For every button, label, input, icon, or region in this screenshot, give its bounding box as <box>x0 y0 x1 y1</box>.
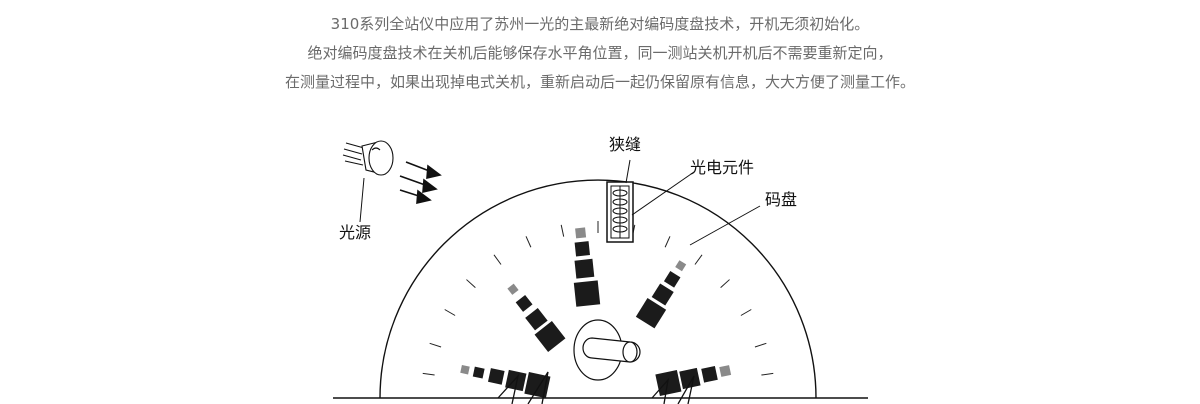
code-block <box>701 365 718 383</box>
code-block <box>534 321 566 352</box>
break-marks <box>497 371 695 404</box>
tick-marks <box>422 221 774 376</box>
code-block <box>505 369 527 392</box>
tick-mark <box>664 236 671 248</box>
code-block <box>635 298 667 329</box>
tick-mark <box>444 309 456 316</box>
disk-hub <box>573 319 641 381</box>
code-block <box>651 283 674 306</box>
tick-mark <box>720 279 730 288</box>
code-block <box>460 364 470 375</box>
light-rays-icon <box>399 161 442 205</box>
code-block <box>655 369 682 397</box>
tick-mark <box>466 279 476 288</box>
intro-line-2: 绝对编码度盘技术在关机后能够保存水平角位置，同一测站关机开机后不需要重新定向， <box>307 44 893 62</box>
code-block <box>719 365 732 377</box>
tick-mark <box>422 372 435 376</box>
code-block <box>525 307 548 331</box>
tick-mark <box>761 372 774 376</box>
code-block <box>515 294 533 312</box>
photo-element-label: 光电元件 <box>690 158 754 177</box>
code-block <box>574 258 595 279</box>
code-disk-label: 码盘 <box>765 190 797 209</box>
code-block <box>472 366 485 379</box>
slit-label: 狭缝 <box>609 135 641 154</box>
code-disk-arc <box>379 179 817 399</box>
intro-line-3: 在测量过程中，如果出现掉电式关机，重新启动后一起仍保留原有信息，大大方便了测量工… <box>284 73 915 91</box>
light-source-icon <box>342 140 394 176</box>
tick-mark <box>429 342 442 348</box>
code-block <box>575 227 587 239</box>
tick-mark <box>525 236 532 248</box>
code-block <box>487 368 505 385</box>
tick-mark <box>493 254 502 265</box>
light-source-label: 光源 <box>339 223 371 242</box>
code-block <box>679 367 701 390</box>
tick-mark <box>694 254 703 265</box>
tick-mark <box>560 224 565 237</box>
slit-assembly <box>606 181 634 243</box>
code-block <box>507 283 519 295</box>
intro-text: 310系列全站仪中应用了苏州一光的主最新绝对编码度盘技术，开机无须初始化。 绝对… <box>0 10 1200 97</box>
leader-lines <box>359 159 761 246</box>
code-block <box>574 241 590 257</box>
code-block <box>524 372 551 399</box>
code-block <box>663 271 681 288</box>
code-block <box>573 280 601 307</box>
code-block <box>675 260 687 272</box>
tick-mark <box>754 342 767 348</box>
tick-mark <box>740 309 752 316</box>
intro-line-1: 310系列全站仪中应用了苏州一光的主最新绝对编码度盘技术，开机无须初始化。 <box>330 15 870 33</box>
